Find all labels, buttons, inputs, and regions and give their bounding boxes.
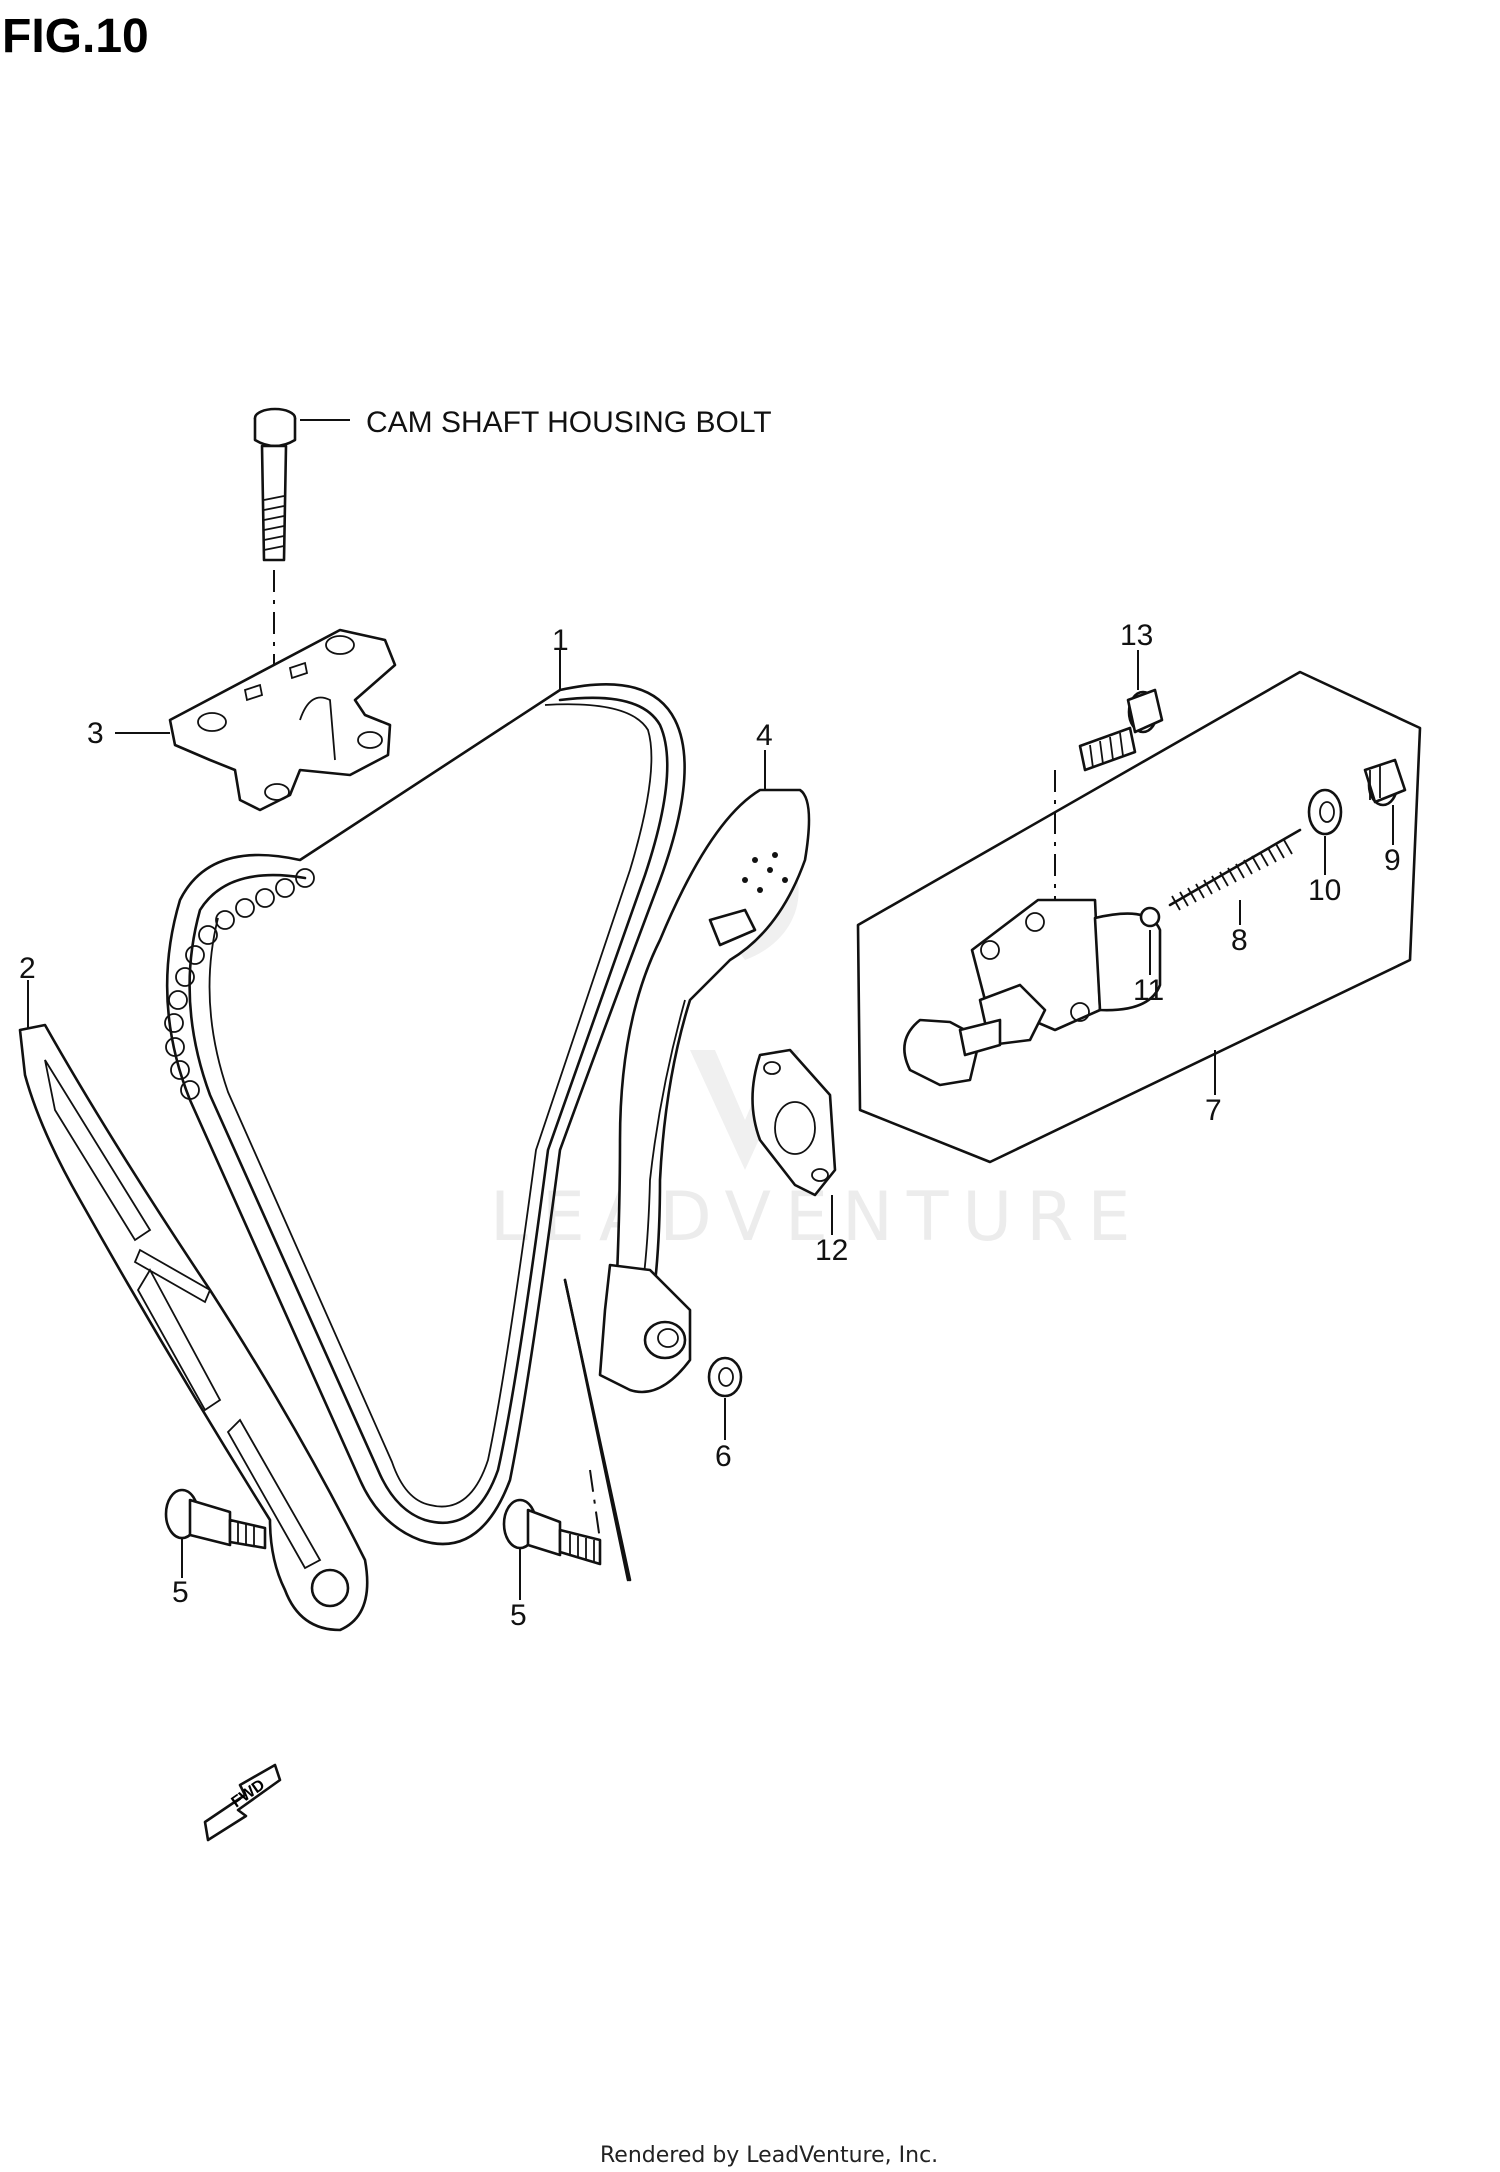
callout-6: 6 (715, 1440, 732, 1473)
part-3-guide-bracket (115, 628, 397, 812)
callout-9: 9 (1384, 844, 1401, 877)
part-13-bolt (1054, 650, 1164, 900)
callout-8: 8 (1231, 924, 1248, 957)
callout-5-right: 5 (510, 1599, 527, 1632)
part-6-washer (707, 1356, 743, 1440)
part-1-cam-chain (164, 648, 686, 1546)
part-11-ball (1139, 906, 1161, 975)
footer-credit: Rendered by LeadVenture, Inc. (600, 2143, 938, 2168)
chain-links (164, 868, 315, 1100)
callout-4: 4 (756, 719, 773, 752)
part-8-spring (1168, 828, 1302, 925)
part-12-gasket (751, 1048, 837, 1235)
part-9-cap-bolt (1363, 758, 1407, 845)
callout-7: 7 (1205, 1094, 1222, 1127)
part-5-pivot-bolt-left (164, 1488, 267, 1578)
part-7-tensioner-assembly (856, 670, 1422, 1164)
part-10-washer (1307, 788, 1343, 875)
callout-5-left: 5 (172, 1576, 189, 1609)
part-4-tensioner-arm (598, 750, 811, 1394)
part-5-pivot-bolt-right (502, 1498, 602, 1600)
callout-12: 12 (815, 1234, 848, 1267)
callout-1: 1 (552, 624, 569, 657)
cam-shaft-housing-bolt-label: CAM SHAFT HOUSING BOLT (366, 406, 772, 439)
callout-13: 13 (1120, 619, 1153, 652)
part-2-chain-guide (18, 980, 369, 1632)
fwd-direction-arrow: FWD (203, 1763, 282, 1842)
callout-3: 3 (87, 717, 104, 750)
figure-title: FIG.10 (2, 10, 149, 63)
callout-10: 10 (1308, 874, 1341, 907)
callout-2: 2 (19, 952, 36, 985)
callout-11: 11 (1133, 974, 1164, 1007)
cam-shaft-housing-bolt (253, 407, 350, 790)
